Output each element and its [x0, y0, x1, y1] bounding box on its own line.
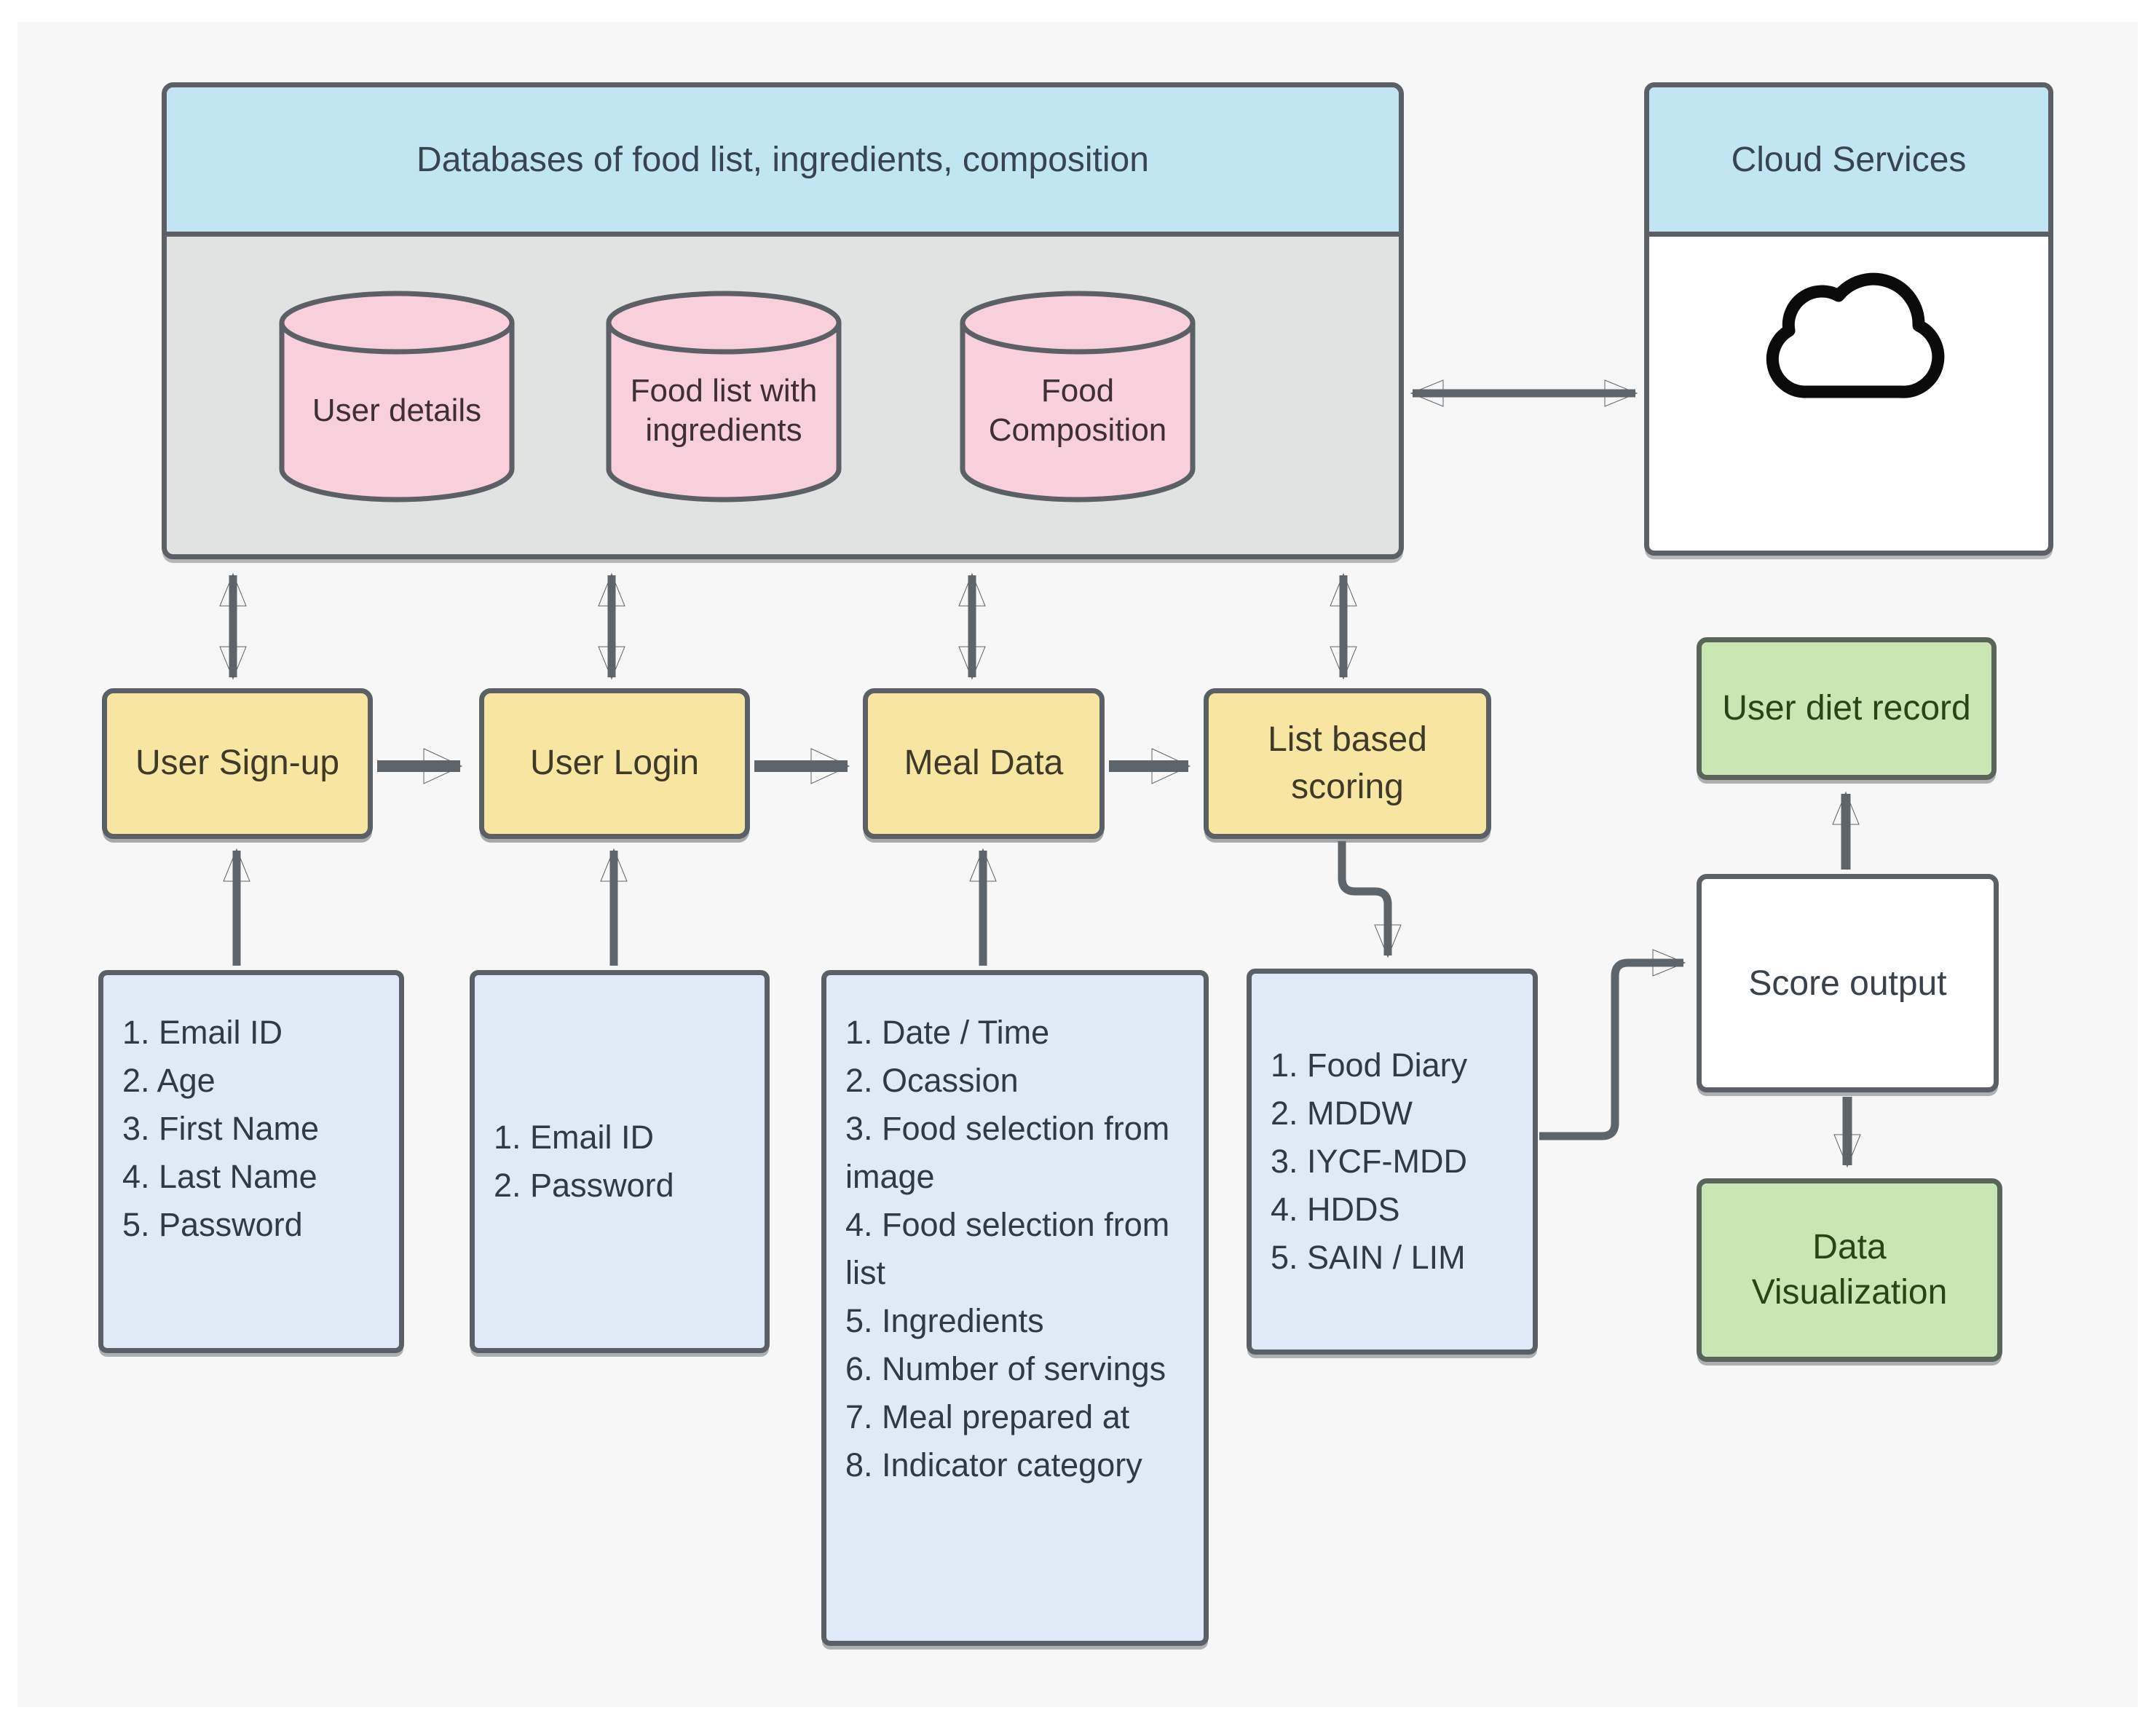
list-item: 1. Date / Time: [845, 1014, 1050, 1051]
user-details-database: User details: [277, 290, 517, 505]
output-label: User diet record: [1722, 688, 1971, 728]
food-list-database: Food list with ingredients: [604, 290, 844, 505]
list-item: 2. MDDW: [1271, 1095, 1413, 1132]
user-diet-record-box: User diet record: [1697, 637, 1997, 780]
list-item: 8. Indicator category: [845, 1446, 1142, 1483]
list-item: 4. Food selection from list: [845, 1206, 1170, 1291]
output-label: Data Visualization: [1751, 1227, 1948, 1312]
list-item: 4. HDDS: [1271, 1191, 1400, 1228]
process-user-signup: User Sign-up: [102, 688, 373, 839]
login-fields-list: 1. Email ID 2. Password: [470, 970, 770, 1353]
scoring-indicators-list: 1. Food Diary 2. MDDW 3. IYCF-MDD 4. HDD…: [1247, 969, 1538, 1355]
process-label: Meal Data: [904, 744, 1064, 783]
cloud-services-title: Cloud Services: [1731, 140, 1967, 179]
cylinder-label: Food list with ingredients: [630, 372, 818, 448]
list-item: 2. Ocassion: [845, 1062, 1019, 1099]
list-item: 6. Number of servings: [845, 1350, 1166, 1387]
process-label: List based scoring: [1268, 720, 1427, 806]
database-cylinder-icon: [960, 291, 1196, 503]
list-item: 3. IYCF-MDD: [1271, 1143, 1467, 1180]
food-composition-database: Food Composition: [957, 290, 1198, 505]
database-cylinder-icon: [606, 291, 842, 503]
cloud-services-header: Cloud Services: [1649, 87, 2048, 237]
process-label: User Sign-up: [135, 744, 340, 783]
process-list-based-scoring: List based scoring: [1204, 688, 1491, 839]
database-cylinder-icon: [279, 291, 515, 503]
data-visualization-box: Data Visualization: [1697, 1178, 2002, 1362]
list-item: 5. Password: [122, 1206, 303, 1243]
list-item: 7. Meal prepared at: [845, 1398, 1130, 1435]
meal-data-fields-list: 1. Date / Time 2. Ocassion 3. Food selec…: [821, 970, 1209, 1646]
process-meal-data: Meal Data: [863, 688, 1105, 839]
score-output-box: Score output: [1697, 874, 1999, 1092]
process-user-login: User Login: [479, 688, 750, 839]
database-title: Databases of food list, ingredients, com…: [416, 140, 1149, 179]
list-item: 5. Ingredients: [845, 1302, 1044, 1339]
list-item: 2. Age: [122, 1062, 216, 1099]
list-item: 1. Email ID: [494, 1119, 655, 1156]
list-item: 2. Password: [494, 1167, 674, 1204]
list-item: 3. First Name: [122, 1110, 320, 1147]
process-label: User Login: [529, 744, 700, 783]
output-label: Score output: [1748, 964, 1947, 1003]
cloud-services-panel: Cloud Services: [1644, 82, 2053, 556]
cylinder-label: Food Composition: [988, 372, 1167, 448]
list-item: 1. Food Diary: [1271, 1047, 1468, 1084]
list-item: 4. Last Name: [122, 1158, 317, 1195]
cloud-icon: [1766, 272, 1945, 398]
list-item: 3. Food selection from image: [845, 1110, 1170, 1195]
list-item: 1. Email ID: [122, 1014, 283, 1051]
signup-fields-list: 1. Email ID 2. Age 3. First Name 4. Last…: [98, 970, 404, 1353]
database-header: Databases of food list, ingredients, com…: [167, 87, 1399, 237]
cylinder-label: User details: [312, 392, 482, 428]
list-item: 5. SAIN / LIM: [1271, 1239, 1466, 1276]
